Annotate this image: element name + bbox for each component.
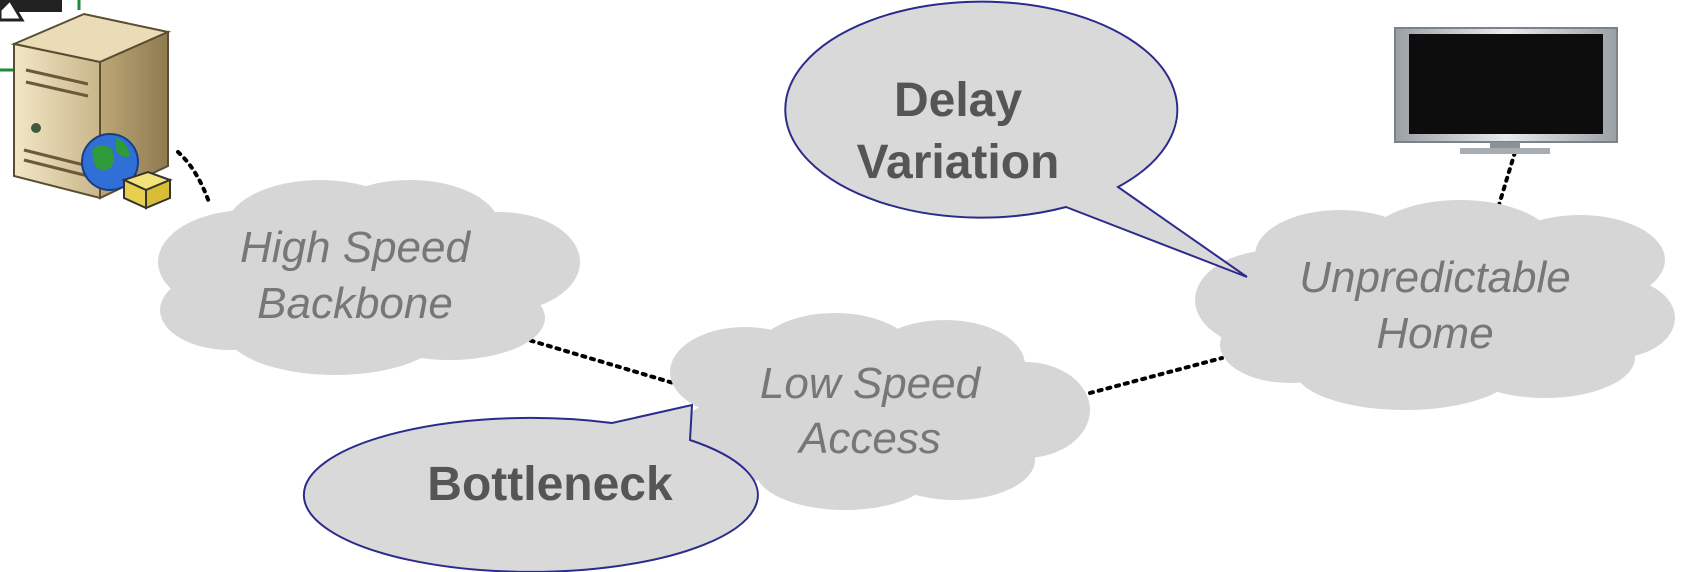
callout-label-delay-line1: Delay [894,74,1022,127]
package-icon [121,170,173,210]
link-server-backbone [176,150,212,207]
cloud-unpredictable-home: Unpredictable Home [1195,200,1675,410]
globe-icon [81,133,139,191]
cloud-label-backbone-line1: High Speed [240,223,471,272]
cloud-label-access-line2: Access [796,414,941,463]
cloud-label-backbone-line2: Backbone [257,279,453,328]
cloud-label-home-line2: Home [1376,309,1493,358]
cloud-high-speed-backbone: High Speed Backbone [158,180,580,375]
television-icon [1394,27,1618,154]
callout-bottleneck: Bottleneck [302,403,759,572]
link-access-home [1088,356,1224,395]
callout-delay-variation: Delay Variation [784,0,1248,278]
link-backbone-access [520,336,682,387]
cloud-label-access-line1: Low Speed [760,359,982,408]
cloud-low-speed-access: Low Speed Access [670,313,1090,510]
cloud-label-home-line1: Unpredictable [1299,253,1571,302]
callout-label-bottleneck: Bottleneck [427,458,673,511]
server-icon [10,12,173,210]
callout-label-delay-line2: Variation [857,136,1060,189]
